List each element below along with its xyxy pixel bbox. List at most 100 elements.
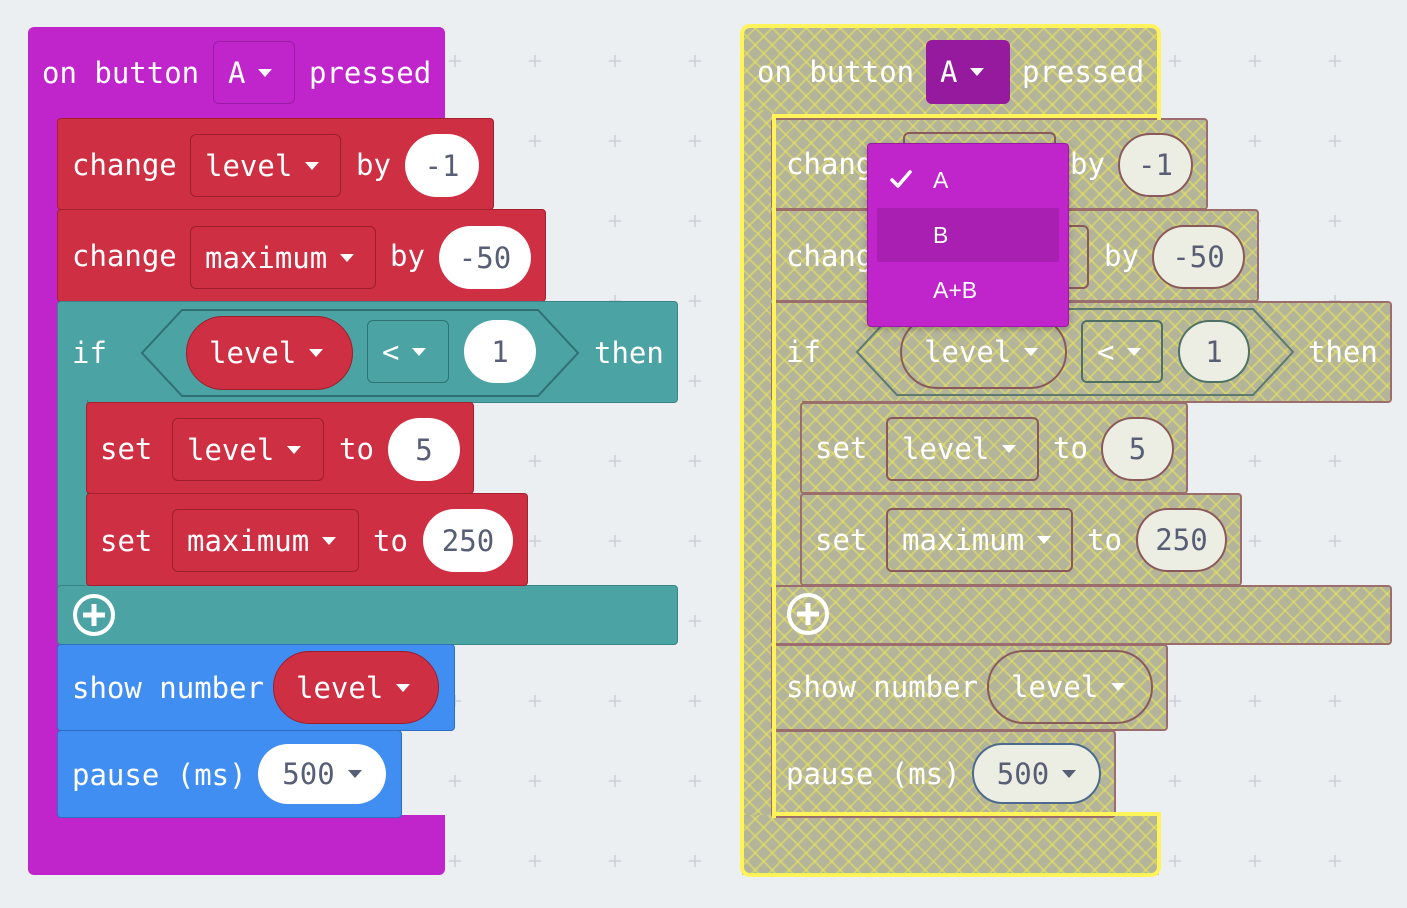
- grid-marker: [449, 775, 461, 787]
- dropdown-option-a-plus-b[interactable]: A+B: [877, 263, 1059, 317]
- operator-dropdown[interactable]: <: [367, 320, 449, 383]
- ghost-by-label: by: [1070, 147, 1105, 181]
- reporter-value: level: [209, 336, 297, 370]
- variable-dropdown-value: maximum: [205, 240, 328, 275]
- grid-marker: [689, 55, 701, 67]
- ghost-add-else-plus-icon[interactable]: [786, 592, 830, 636]
- chevron-down-icon: [347, 770, 362, 778]
- ghost-set-level-value[interactable]: 5: [1101, 417, 1174, 481]
- change-maximum-value-input[interactable]: -50: [439, 226, 531, 289]
- button-dropdown-menu[interactable]: A B A+B: [867, 143, 1069, 327]
- ghost-set-maximum-value[interactable]: 250: [1136, 508, 1227, 572]
- set-maximum-value-input[interactable]: 250: [423, 509, 513, 572]
- grid-marker: [529, 775, 541, 787]
- ghost-variable-dropdown[interactable]: maximum: [886, 508, 1073, 572]
- to-label: to: [339, 432, 374, 466]
- ghost-event-bottom: [742, 815, 1159, 875]
- grid-marker: [1249, 55, 1261, 67]
- ghost-to-label: to: [1053, 431, 1088, 465]
- variable-dropdown-value: level: [902, 432, 990, 466]
- grid-marker: [449, 855, 461, 867]
- button-dropdown-value: A: [940, 55, 958, 89]
- grid-marker: [1169, 55, 1181, 67]
- ghost-change-label: chang: [786, 239, 874, 273]
- to-label: to: [373, 524, 408, 558]
- grid-marker: [689, 855, 701, 867]
- grid-marker: [1249, 775, 1261, 787]
- variable-dropdown-level[interactable]: level: [190, 134, 341, 197]
- operator-value: <: [1097, 334, 1115, 369]
- level-reporter[interactable]: level: [273, 651, 439, 724]
- grid-marker: [1249, 135, 1261, 147]
- pause-duration-value: 500: [282, 757, 335, 791]
- if-label: if: [72, 336, 107, 370]
- grid-marker: [1329, 535, 1341, 547]
- ghost-operator-dropdown[interactable]: <: [1081, 320, 1163, 383]
- compare-value-input[interactable]: 1: [464, 320, 536, 383]
- ghost-change-level-value[interactable]: -1: [1118, 133, 1193, 197]
- variable-dropdown-level[interactable]: level: [172, 418, 324, 481]
- ghost-button-dropdown-open[interactable]: A: [926, 40, 1010, 104]
- grid-marker: [1329, 695, 1341, 707]
- chevron-down-icon: [258, 68, 273, 77]
- chevron-down-icon: [396, 683, 411, 692]
- option-label: A+B: [933, 276, 978, 303]
- chevron-down-icon: [340, 253, 355, 262]
- set-label: set: [100, 524, 153, 558]
- variable-dropdown-value: level: [187, 432, 275, 467]
- grid-marker: [609, 215, 621, 227]
- chevron-down-icon: [1062, 769, 1077, 778]
- ghost-if-label: if: [786, 335, 821, 369]
- grid-marker: [609, 695, 621, 707]
- grid-marker: [529, 535, 541, 547]
- variable-dropdown-value: level: [205, 148, 293, 183]
- ghost-compare-value[interactable]: 1: [1178, 320, 1250, 383]
- chevron-down-icon: [305, 161, 320, 170]
- grid-marker: [1169, 695, 1181, 707]
- change-level-value-input[interactable]: -1: [405, 134, 479, 197]
- ghost-if-spine: [771, 400, 802, 590]
- ghost-change-label: chang: [786, 147, 874, 181]
- pause-duration-dropdown[interactable]: 500: [258, 744, 386, 804]
- grid-marker: [1249, 535, 1261, 547]
- add-else-plus-icon[interactable]: [72, 593, 116, 637]
- ghost-to-label: to: [1087, 523, 1122, 557]
- ghost-pause-label: pause (ms): [786, 757, 961, 791]
- grid-marker: [1329, 455, 1341, 467]
- level-reporter[interactable]: level: [186, 316, 353, 390]
- ghost-level-reporter[interactable]: level: [987, 650, 1153, 724]
- grid-marker: [1329, 55, 1341, 67]
- ghost-comparison-hexagon[interactable]: [855, 307, 1295, 397]
- ghost-variable-dropdown[interactable]: level: [886, 417, 1039, 481]
- event-block-bottom: [28, 815, 445, 875]
- set-level-value-input[interactable]: 5: [388, 418, 460, 481]
- dropdown-option-a[interactable]: A: [877, 153, 1059, 207]
- variable-dropdown-maximum[interactable]: maximum: [172, 509, 359, 572]
- dropdown-option-b[interactable]: B: [877, 208, 1059, 262]
- ghost-change-maximum-value[interactable]: -50: [1152, 225, 1245, 289]
- grid-marker: [689, 615, 701, 627]
- grid-marker: [689, 215, 701, 227]
- reporter-value: level: [924, 335, 1012, 369]
- button-dropdown[interactable]: A: [213, 41, 295, 104]
- variable-dropdown-maximum[interactable]: maximum: [190, 226, 376, 289]
- chevron-down-icon: [970, 68, 985, 76]
- grid-marker: [689, 295, 701, 307]
- chevron-down-icon: [412, 347, 427, 356]
- ghost-set-label: set: [815, 523, 868, 557]
- pause-label: pause (ms): [72, 758, 247, 792]
- ghost-pause-duration[interactable]: 500: [972, 743, 1101, 804]
- grid-marker: [529, 695, 541, 707]
- ghost-by-label: by: [1104, 239, 1139, 273]
- grid-marker: [689, 775, 701, 787]
- button-dropdown-value: A: [228, 55, 246, 90]
- grid-marker: [449, 55, 461, 67]
- grid-marker: [529, 455, 541, 467]
- checkmark-icon: [890, 170, 912, 188]
- grid-marker: [609, 535, 621, 547]
- reporter-value: level: [1011, 670, 1099, 704]
- chevron-down-icon: [309, 349, 324, 357]
- chevron-down-icon: [287, 445, 302, 454]
- set-label: set: [100, 432, 153, 466]
- chevron-down-icon: [1002, 445, 1017, 453]
